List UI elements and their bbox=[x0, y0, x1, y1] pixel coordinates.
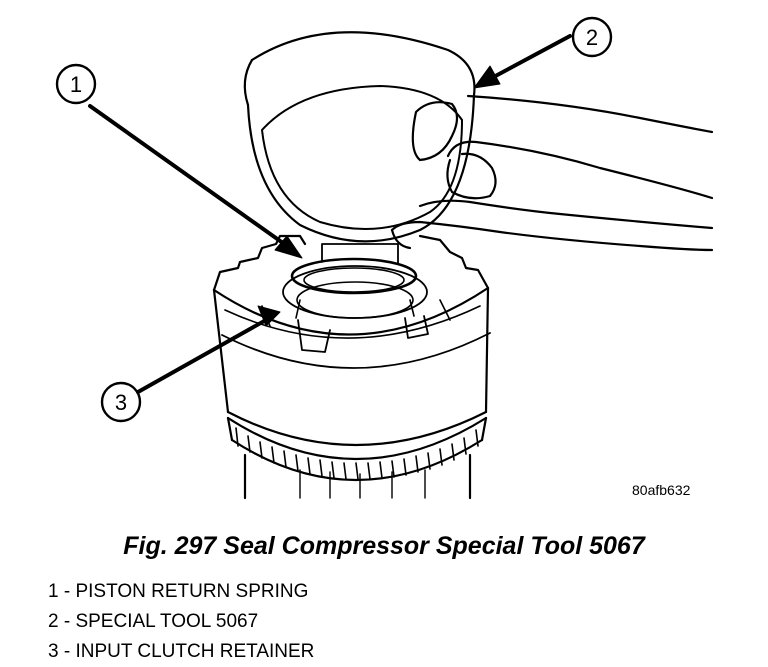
callout-number-2: 2 bbox=[586, 25, 598, 50]
callout-leaders bbox=[88, 34, 572, 394]
callout-circle-2 bbox=[571, 16, 613, 58]
drum-base bbox=[243, 453, 472, 500]
input-clutch-retainer-drawing bbox=[212, 234, 491, 446]
image-reference-code: 80afb632 bbox=[632, 482, 691, 498]
legend-item: 1 - PISTON RETURN SPRING bbox=[48, 581, 309, 602]
callout-number-3: 3 bbox=[115, 390, 127, 415]
toothed-ring bbox=[226, 416, 488, 481]
piston-return-spring-drawing bbox=[290, 257, 418, 295]
special-tool-sleeve-drawing bbox=[243, 31, 476, 243]
legend-item: 3 - INPUT CLUTCH RETAINER bbox=[48, 641, 315, 662]
callout-circle-1 bbox=[55, 63, 97, 105]
legend-item: 2 - SPECIAL TOOL 5067 bbox=[48, 611, 259, 632]
callout-circle-3 bbox=[100, 381, 142, 423]
legend-list: 1 - PISTON RETURN SPRING 2 - SPECIAL TOO… bbox=[48, 577, 314, 667]
hand-drawing bbox=[390, 94, 714, 252]
figure-caption: Fig. 297 Seal Compressor Special Tool 50… bbox=[123, 532, 645, 560]
callout-markers bbox=[55, 16, 613, 423]
seal-compressor-illustration: 1 2 3 bbox=[55, 16, 714, 500]
callout-number-1: 1 bbox=[70, 72, 82, 97]
